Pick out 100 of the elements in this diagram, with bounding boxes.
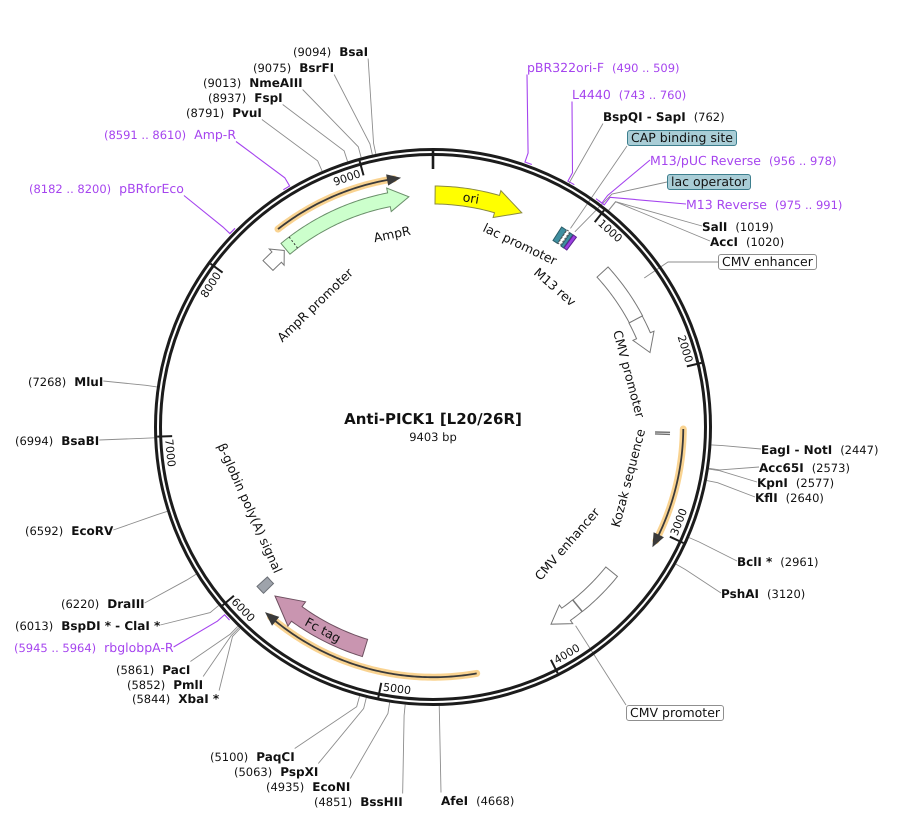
scale-label: 3000 — [668, 506, 690, 538]
plasmid-size: 9403 bp — [409, 430, 457, 444]
enzyme-name: BsaBI — [61, 434, 100, 448]
leader-line — [688, 537, 738, 562]
enzyme-name: MluI — [74, 374, 104, 388]
feature-label: ori — [462, 190, 480, 206]
feature-callout: CAP binding site — [627, 130, 737, 146]
feature-callout: CMV enhancer — [718, 254, 817, 270]
leader-line — [706, 480, 756, 498]
primer-name: pBRforEco — [119, 180, 184, 196]
enzyme-name: EcoNI — [312, 780, 350, 794]
cut-site-position: (9094) — [293, 44, 332, 58]
cut-site-position: (8791) — [186, 106, 224, 120]
enzyme-name: PacI — [162, 662, 190, 676]
primer-name: pBR322ori-F — [527, 60, 604, 74]
primer-name: L4440 — [572, 86, 611, 102]
cut-site-position: (5852) — [127, 678, 166, 692]
cut-site-position: (9075) — [253, 60, 292, 74]
enzyme-name: BclI * — [737, 554, 772, 568]
primer-position: (8182 .. 8200) — [29, 182, 112, 196]
cut-site-position: (6994) — [15, 434, 54, 448]
leader-line — [294, 696, 360, 749]
primer-position: (956 .. 978) — [768, 154, 836, 168]
enzyme-name: BspQI - SapI — [603, 110, 686, 124]
feature-label: AmpR — [372, 224, 412, 245]
enzyme-name: BsrFI — [299, 60, 334, 74]
cut-site-position: (9013) — [203, 76, 242, 90]
leader-line — [98, 437, 155, 440]
enzyme-name: PvuI — [232, 106, 262, 120]
leader-line — [334, 74, 373, 156]
cut-site-position: (4668) — [476, 794, 514, 808]
enzyme-name: NmeAIII — [249, 76, 303, 90]
cut-site-position: (5063) — [234, 764, 272, 778]
cut-site-position: (6592) — [25, 524, 64, 538]
enzyme-name: DraIII — [107, 596, 145, 610]
cut-site-position: (1019) — [735, 220, 774, 234]
cut-site-position: (5100) — [210, 750, 248, 764]
enzyme-name: PaqCI — [256, 750, 295, 764]
leader-line — [598, 196, 686, 206]
primer-position: (8591 .. 8610) — [104, 128, 186, 142]
cut-site-position: (8937) — [208, 90, 246, 104]
leader-line — [608, 201, 710, 242]
cut-site-position: (2573) — [812, 460, 850, 474]
primer-name: rbglobpA-R — [104, 640, 174, 654]
leader-line — [708, 466, 760, 470]
leader-line — [318, 697, 367, 764]
feature-callout: lac operator — [667, 174, 751, 190]
scale-label: 4000 — [552, 642, 583, 668]
leader-line — [644, 262, 718, 278]
leader-line — [567, 102, 575, 186]
enzyme-name: KpnI — [757, 476, 788, 490]
leader-line — [350, 702, 390, 779]
cut-site-position: (2640) — [786, 490, 824, 504]
leader-line — [112, 511, 168, 530]
primer-name: Amp-R — [194, 126, 236, 142]
enzyme-name: AfeI — [441, 794, 468, 808]
enzyme-name: EagI - NotI — [761, 442, 832, 456]
cut-site-position: (762) — [694, 110, 725, 124]
scale-label: 2000 — [674, 334, 696, 365]
scale-label: 9000 — [331, 166, 362, 188]
scale-label: 7000 — [162, 438, 178, 468]
enzyme-name: BsaI — [339, 44, 368, 58]
leader-line — [261, 119, 322, 172]
enzyme-name: Acc65I — [759, 460, 804, 474]
leader-line — [368, 58, 376, 154]
leader-line — [190, 626, 238, 662]
cut-site-position: (4935) — [266, 780, 304, 794]
cut-site-position: (6220) — [61, 596, 100, 610]
leader-line — [574, 182, 668, 232]
cut-site-position: (4851) — [314, 794, 352, 808]
leader-line — [438, 705, 442, 793]
leader-line — [596, 160, 650, 204]
enzyme-name: KflI — [755, 490, 778, 504]
cut-site-position: (2961) — [780, 554, 819, 568]
feature-label: Fc tag — [302, 615, 343, 645]
leader-line — [608, 201, 702, 226]
enzyme-name: XbaI * — [178, 692, 220, 706]
leader-line — [184, 195, 236, 234]
cut-site-position: (3120) — [767, 586, 806, 600]
primer-position: (743 .. 760) — [618, 88, 686, 102]
enzyme-name: AccI — [710, 234, 738, 248]
leader-line — [402, 704, 406, 794]
leader-line — [218, 628, 241, 691]
scale-label: 5000 — [382, 680, 412, 697]
feature-callout: CMV promoter — [626, 705, 724, 721]
enzyme-name: BssHII — [360, 794, 403, 808]
enzyme-name: EcoRV — [71, 524, 114, 538]
leader-line — [202, 627, 240, 677]
enzyme-name: SalI — [702, 220, 728, 234]
leader-line — [144, 574, 196, 604]
enzyme-name: BspDI * - ClaI * — [61, 618, 160, 632]
primer-position: (490 .. 509) — [612, 60, 680, 74]
leader-line — [575, 625, 626, 706]
plasmid-name: Anti-PICK1 [L20/26R] — [344, 410, 522, 428]
leader-line — [173, 614, 230, 648]
primer-position: (975 .. 991) — [774, 198, 842, 212]
cut-site-position: (7268) — [28, 374, 66, 388]
leader-line — [708, 468, 758, 482]
cut-site-position: (6013) — [15, 618, 54, 632]
leader-line — [282, 104, 348, 162]
